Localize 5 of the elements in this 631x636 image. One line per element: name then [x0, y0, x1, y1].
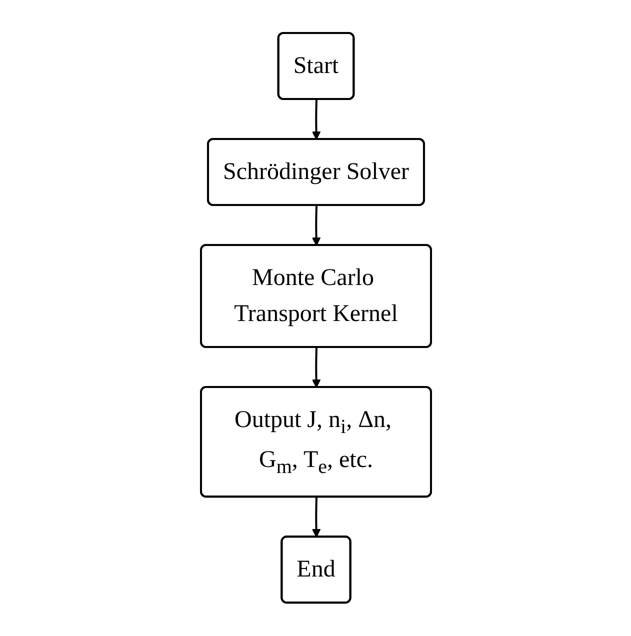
arrow: [311, 497, 320, 538]
arrow: [311, 100, 320, 140]
arrow: [311, 206, 320, 246]
node-text: Monte Carlo Transport Kernel: [234, 265, 398, 328]
arrow: [311, 348, 320, 388]
